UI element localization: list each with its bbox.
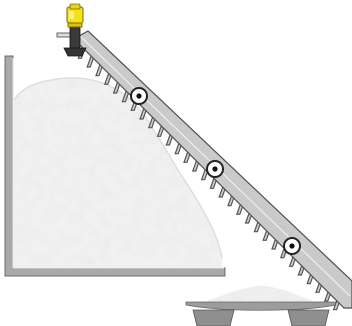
roller-lower — [284, 238, 300, 254]
radar-level-sensor-icon — [57, 4, 86, 56]
bulk-material-pile — [14, 78, 222, 267]
collection-tray — [186, 286, 336, 326]
roller-middle — [207, 161, 223, 177]
roller-upper — [131, 88, 147, 104]
